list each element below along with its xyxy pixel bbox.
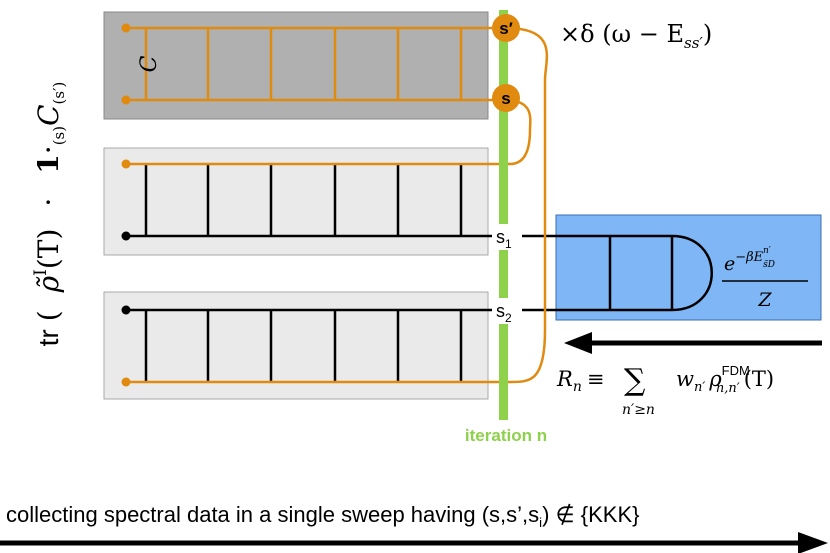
node-sprime-label: s′ (499, 19, 513, 38)
node-s (492, 84, 520, 112)
orange-connections (504, 26, 549, 384)
top-ladder-end-dot (121, 23, 131, 33)
rn-sum: ∑ (624, 363, 646, 398)
bottom-caption: collecting spectral data in a single swe… (6, 502, 640, 530)
node-s-label: s (501, 89, 510, 108)
middle-ladder-end-dot (121, 231, 131, 241)
blue-box-ladder (608, 234, 713, 312)
top-ladder (126, 26, 505, 102)
node-sprime (492, 14, 520, 42)
rn-sum-sub: n′≥n (622, 402, 655, 418)
iteration-label: iteration n (465, 426, 547, 445)
delta-expression: ×δ (ω − Ess′) (560, 20, 712, 52)
boltzmann-denominator: Z (757, 289, 772, 311)
boltzmann-fraction: e−βEs̃Dn′ Z (722, 246, 808, 311)
boltzmann-numerator: e−βEs̃Dn′ (724, 246, 775, 275)
s2-label: s2 (496, 301, 512, 325)
bottom-ladder-end-dot (121, 305, 131, 315)
boltzmann-weight-box (555, 214, 822, 321)
middle-ladder-end-dot (121, 159, 131, 169)
top-ladder-end-dot (121, 95, 131, 105)
bottom-arrow-head (798, 532, 828, 553)
iteration-line (499, 10, 508, 420)
trace-expression-text: tr(ρ̃I(T)·1·(s)C(s′) (31, 82, 68, 347)
s1-label-bg (492, 224, 522, 250)
s1-label: s1 (496, 227, 512, 251)
s2-label-bg (492, 298, 522, 324)
bottom-ladder-end-dot (121, 377, 131, 387)
rn-lhs: Rn≡ (556, 367, 604, 395)
sweep-arrow-left-head (564, 332, 592, 354)
trace-expression: tr(ρ̃I(T)·1·(s)C(s′) (31, 82, 68, 347)
middle-ladder (126, 164, 672, 238)
c-operator-label: C (137, 55, 162, 72)
